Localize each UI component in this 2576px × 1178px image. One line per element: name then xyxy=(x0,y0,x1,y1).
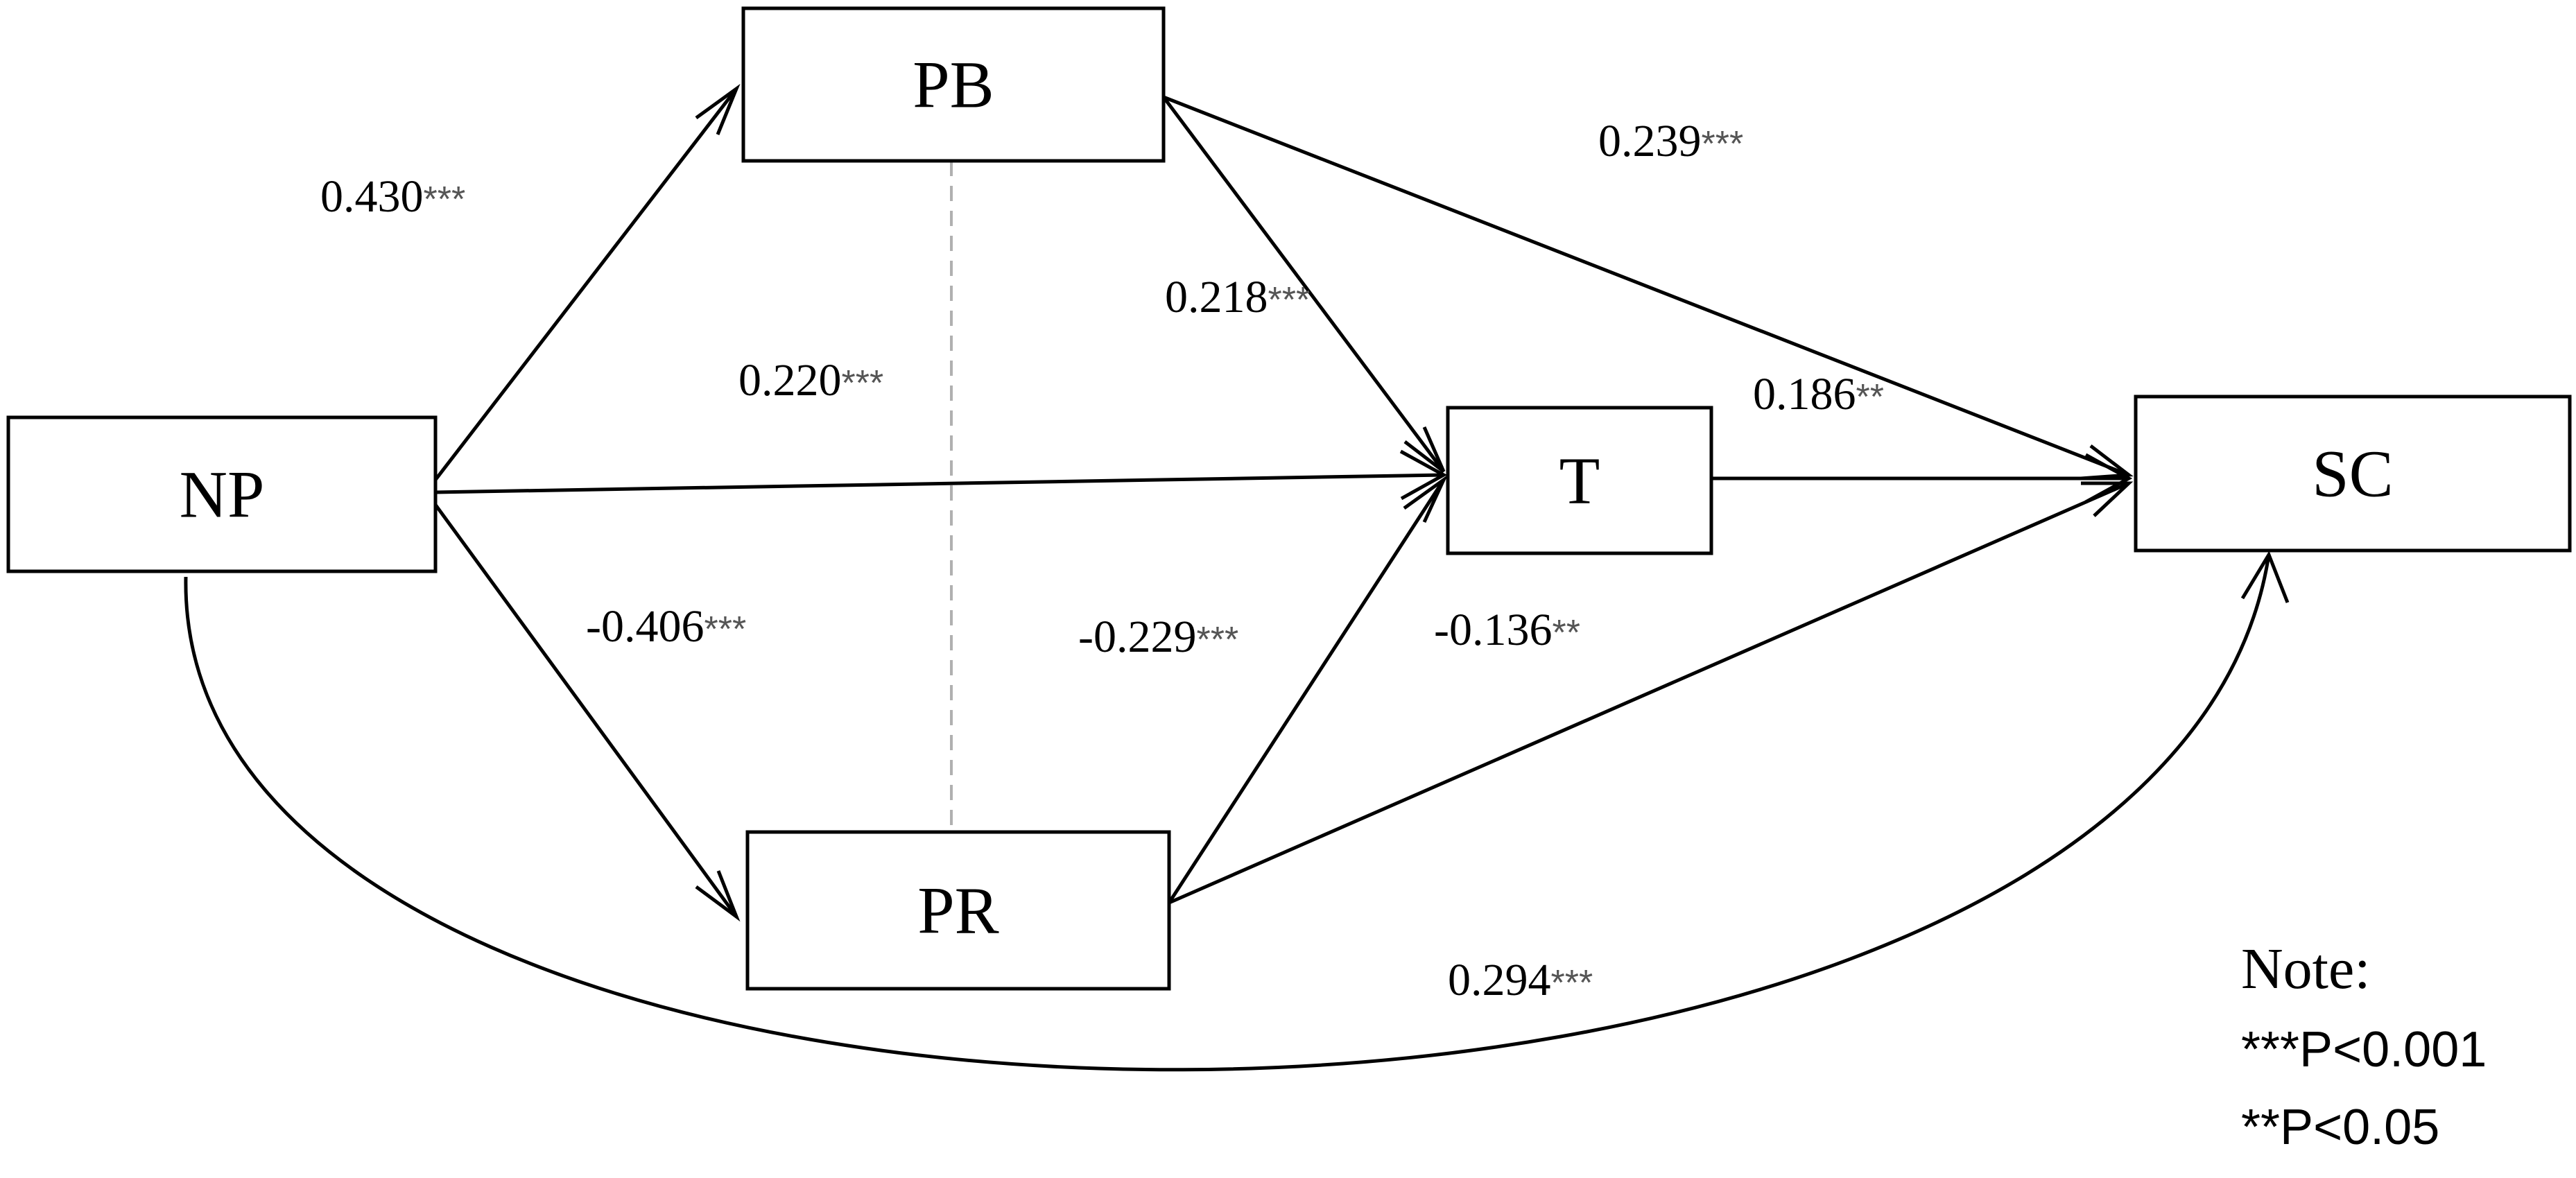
node-sc-box xyxy=(2134,395,2572,553)
coef-np-t: 0.220*** xyxy=(738,355,883,406)
node-sc: SC xyxy=(2134,395,2572,553)
node-pb: PB xyxy=(741,6,1166,163)
arrowhead-np-pb xyxy=(695,83,741,135)
note-line-p001: ***P<0.001 xyxy=(2241,1022,2487,1077)
coef-np-sc-stars: *** xyxy=(1551,963,1593,1003)
coef-pr-sc-stars: ** xyxy=(1552,613,1580,653)
node-sc-label: SC xyxy=(2312,437,2393,511)
arrowhead-np-t xyxy=(1399,449,1448,501)
arrowhead-pr-sc xyxy=(2081,481,2134,517)
coef-np-pr: -0.406*** xyxy=(586,601,746,652)
coef-pb-t-stars: *** xyxy=(1268,280,1311,320)
edge-pb-t xyxy=(1161,96,1446,473)
edge-pr-t xyxy=(1167,478,1446,904)
edge-pb-sc xyxy=(1163,95,2129,477)
node-pr-box xyxy=(745,830,1171,991)
arrowhead-pb-t xyxy=(1403,426,1446,473)
node-t: T xyxy=(1446,406,1713,555)
coef-pr-sc-value: -0.136 xyxy=(1434,605,1552,655)
coef-t-sc-value: 0.186 xyxy=(1753,369,1856,419)
note-title: Note: xyxy=(2241,937,2371,1001)
node-pr: PR xyxy=(745,830,1171,991)
coef-np-pr-value: -0.406 xyxy=(586,601,704,652)
coef-t-sc-stars: ** xyxy=(1856,377,1884,417)
coef-np-pb-value: 0.430 xyxy=(320,171,424,222)
coef-np-sc: 0.294*** xyxy=(1448,955,1593,1005)
node-t-label: T xyxy=(1559,444,1600,518)
edge-np-pr xyxy=(433,503,738,918)
node-np-label: NP xyxy=(180,458,265,532)
arrowhead-pr-t xyxy=(1403,474,1449,523)
coef-pb-sc: 0.239*** xyxy=(1598,116,1743,166)
node-np-box xyxy=(6,415,438,573)
coef-pb-sc-stars: *** xyxy=(1702,124,1744,164)
coef-np-pr-stars: *** xyxy=(704,609,746,650)
coefficient-labels: 0.430*** 0.220*** -0.406*** 0.218*** 0.2… xyxy=(320,116,1884,1005)
edge-pr-sc xyxy=(1168,481,2130,905)
arrowhead-np-pr xyxy=(695,870,741,922)
edge-np-t xyxy=(435,473,1444,494)
note-line-p005: **P<0.05 xyxy=(2241,1100,2439,1155)
node-pr-label: PR xyxy=(917,874,999,948)
arrowhead-np-sc xyxy=(2240,551,2290,603)
coef-t-sc: 0.186** xyxy=(1753,369,1884,419)
edges xyxy=(184,83,2290,1072)
coef-pr-t: -0.229*** xyxy=(1078,612,1238,662)
coef-np-t-value: 0.220 xyxy=(738,355,842,406)
coef-np-pb: 0.430*** xyxy=(320,171,465,222)
coef-np-pb-stars: *** xyxy=(424,180,466,220)
coef-pb-t: 0.218*** xyxy=(1165,272,1310,322)
coef-np-t-stars: *** xyxy=(842,363,884,404)
nodes: NP PB PR T SC xyxy=(6,6,2572,991)
node-t-box xyxy=(1446,406,1713,555)
node-np: NP xyxy=(6,415,438,573)
coef-pb-t-value: 0.218 xyxy=(1165,272,1268,322)
coef-pr-t-stars: *** xyxy=(1196,620,1238,660)
edge-np-sc xyxy=(184,554,2271,1072)
coef-pr-sc: -0.136** xyxy=(1434,605,1580,655)
coef-pr-t-value: -0.229 xyxy=(1078,612,1196,662)
significance-note: Note: ***P<0.001 **P<0.05 xyxy=(2241,937,2487,1155)
coef-np-sc-value: 0.294 xyxy=(1448,955,1551,1005)
node-pb-label: PB xyxy=(913,48,994,122)
edge-np-pb xyxy=(434,87,738,481)
coef-pb-sc-value: 0.239 xyxy=(1598,116,1702,166)
node-pb-box xyxy=(741,6,1166,163)
